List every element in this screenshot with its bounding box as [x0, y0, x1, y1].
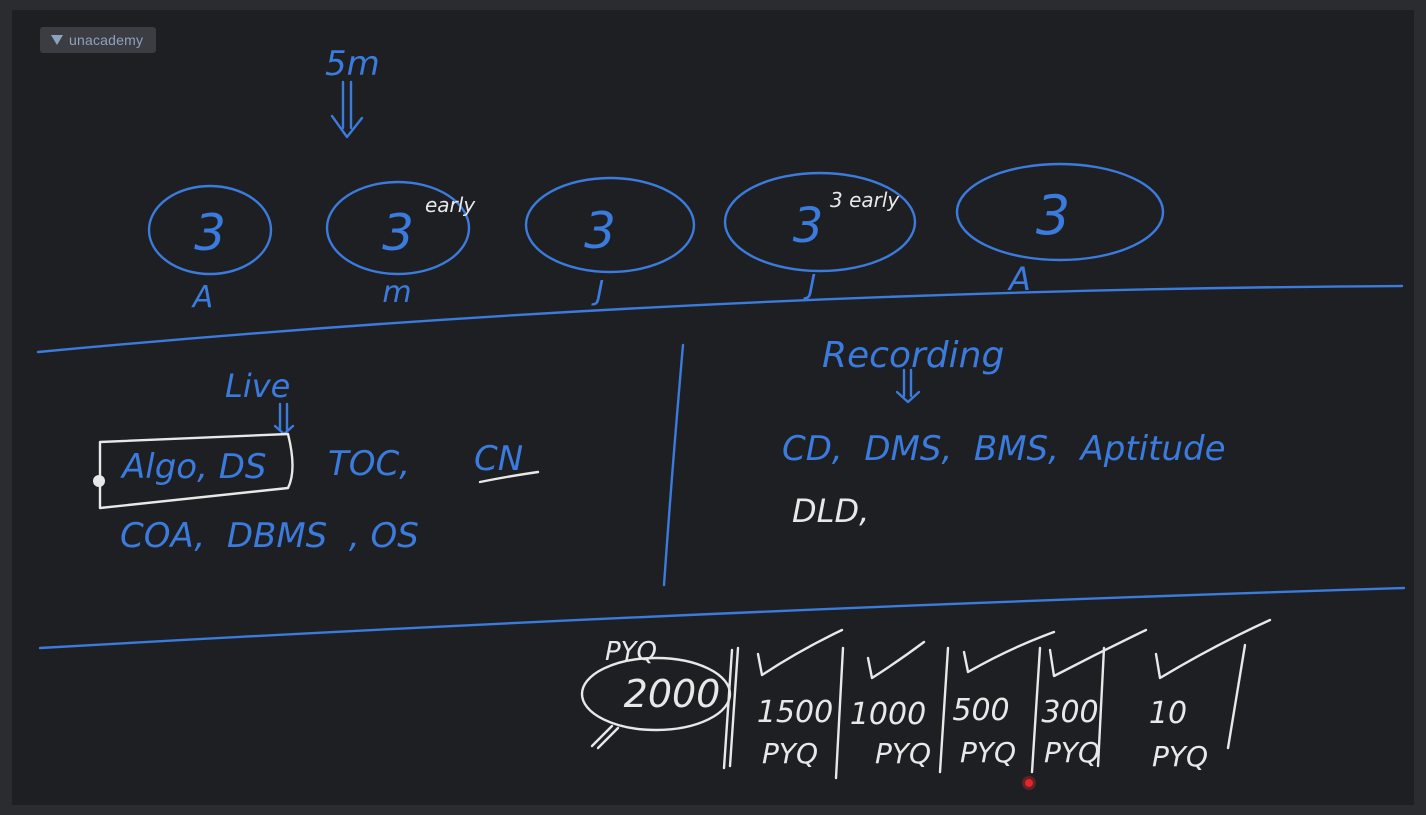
recording-heading: Recording	[822, 335, 1004, 376]
live-subject-cn: CN	[474, 439, 523, 479]
live-down-arrow-icon	[273, 402, 295, 436]
vertical-divider	[662, 343, 685, 587]
check-icon-1	[756, 628, 844, 677]
circle-2-note: early	[425, 193, 476, 217]
brand-badge: unacademy	[40, 27, 156, 53]
circle-5: 3 A	[955, 162, 1165, 298]
circle-3: 3 J	[524, 176, 696, 307]
brand-name: unacademy	[69, 32, 144, 48]
live-heading: Live	[225, 367, 290, 405]
laser-pointer-icon	[1022, 776, 1036, 790]
live-subjects-line2: COA, DBMS , OS	[120, 516, 419, 556]
pyq-total: 2000	[624, 672, 721, 716]
pyq-count-5: 10	[1149, 696, 1187, 731]
circle-5-letter: A	[1007, 260, 1031, 298]
pyq-label: PYQ	[605, 637, 657, 667]
check-icons	[756, 618, 1272, 680]
circle-1-letter: A	[191, 280, 214, 315]
circle-1: 3 A	[147, 184, 273, 315]
double-down-arrow-icon	[330, 80, 364, 139]
bullet-dot	[93, 475, 105, 487]
pyq-label-1: PYQ	[762, 737, 818, 770]
pyq-underline-icon	[590, 724, 620, 750]
recording-subjects-line2: DLD,	[792, 492, 869, 530]
circle-2: 3 early m	[325, 180, 476, 310]
check-icon-5	[1154, 618, 1272, 680]
circle-4-number: 3	[793, 198, 824, 254]
circle-4-letter: J	[803, 268, 816, 301]
whiteboard-canvas[interactable]	[12, 10, 1414, 805]
separator-bottom	[38, 586, 1406, 650]
circle-2-letter: m	[382, 275, 411, 310]
recording-down-arrow-icon	[895, 368, 921, 404]
circle-5-number: 3	[1036, 184, 1070, 247]
circle-3-number: 3	[584, 202, 616, 260]
check-icon-4	[1048, 628, 1148, 678]
pyq-count-3: 500	[952, 693, 1009, 728]
separator-top	[36, 284, 1404, 354]
top-label: 5m	[325, 44, 380, 84]
check-icon-3	[962, 630, 1056, 674]
pyq-count-4: 300	[1041, 695, 1098, 730]
pyq-count-1: 1500	[757, 695, 833, 730]
unacademy-logo-icon	[51, 35, 63, 45]
live-subject-toc: TOC,	[328, 444, 410, 484]
pyq-label-4: PYQ	[1044, 736, 1100, 769]
pyq-label-3: PYQ	[960, 736, 1016, 769]
pyq-label-5: PYQ	[1152, 740, 1208, 773]
pyq-column-dividers	[722, 643, 1247, 780]
check-icon-2	[866, 640, 926, 680]
cn-underline	[478, 470, 540, 484]
circle-1-number: 3	[194, 204, 226, 262]
recording-subjects-line1: CD, DMS, BMS, Aptitude	[782, 429, 1226, 469]
live-boxed-subjects: Algo, DS	[120, 447, 266, 487]
pyq-count-2: 1000	[850, 697, 926, 732]
circle-4: 3 3 early J	[723, 171, 917, 301]
circle-4-note: 3 early	[830, 188, 900, 212]
circle-3-letter: J	[591, 274, 604, 307]
pyq-label-2: PYQ	[875, 737, 931, 770]
live-highlight-box	[98, 432, 294, 510]
circle-2-number: 3	[382, 204, 414, 262]
